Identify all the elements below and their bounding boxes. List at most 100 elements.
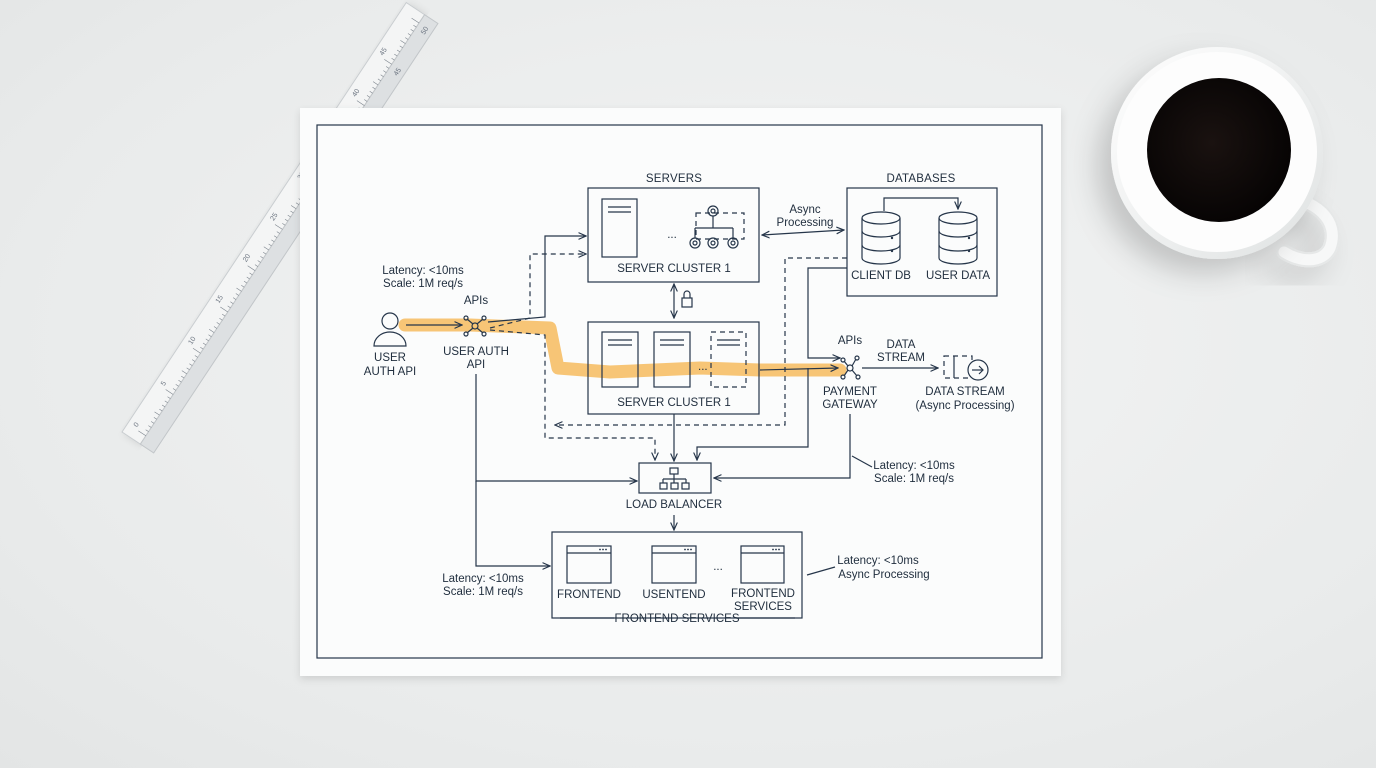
ruler-tick xyxy=(138,430,147,437)
load-balancer-box xyxy=(638,462,712,494)
databases-box xyxy=(846,187,998,297)
payment-gateway-icon xyxy=(840,355,861,380)
ruler-number: 0 xyxy=(133,421,141,428)
frontend-2-label: USENTEND xyxy=(642,589,705,601)
data-stream-label-1: DATA xyxy=(887,339,916,351)
ruler-tick xyxy=(222,313,226,317)
server-icon-2 xyxy=(653,331,691,388)
gears-cluster-icon xyxy=(689,205,745,249)
ruler-tick xyxy=(220,306,228,313)
ruler-tick xyxy=(167,396,171,399)
data-stream-2: (Async Processing) xyxy=(915,400,1014,412)
ruler-tick xyxy=(236,287,242,292)
servers-group: SERVERS ... SERVER CLUSTER 1 xyxy=(587,173,760,283)
ruler-tick xyxy=(356,100,365,106)
highlight-path xyxy=(398,318,847,379)
ruler-number: 45 xyxy=(379,47,389,57)
databases-title: DATABASES xyxy=(886,173,955,185)
frontend-1-label: FRONTEND xyxy=(557,589,621,601)
payment-label-1: PAYMENT xyxy=(823,386,877,398)
payment-label-2: GATEWAY xyxy=(822,399,878,411)
ruler-number: 15 xyxy=(215,294,225,304)
ruler-tick xyxy=(391,57,395,61)
ruler-tick xyxy=(150,421,155,424)
frontend-3-label-1: FRONTEND xyxy=(731,588,795,600)
ruler-tick xyxy=(268,243,272,247)
ruler-tick xyxy=(189,363,193,366)
ruler-tick xyxy=(205,338,209,342)
user-data-icon xyxy=(938,211,978,265)
user-label-1: USER xyxy=(374,352,406,364)
server-cluster-top-box xyxy=(587,187,760,283)
ruler-tick xyxy=(377,78,381,82)
ruler-tick xyxy=(200,346,204,350)
ruler-tick xyxy=(159,408,163,412)
ruler-tick xyxy=(232,297,237,300)
user-auth-api-2: API xyxy=(467,359,486,371)
ruler-tick xyxy=(384,59,392,65)
ruler-tick xyxy=(192,348,201,354)
user-icon xyxy=(373,312,407,347)
apis-left-label: APIs xyxy=(464,295,489,307)
ruler-tick xyxy=(411,17,420,24)
ruler-tick xyxy=(235,293,239,296)
ruler-tick xyxy=(407,33,412,36)
ruler-tick xyxy=(246,276,250,280)
ruler-tick xyxy=(260,256,264,259)
browser-window-icon-2 xyxy=(651,545,697,584)
ruler-tick xyxy=(165,389,174,395)
ruler-tick xyxy=(247,265,256,271)
data-stream-label-2: STREAM xyxy=(877,352,925,364)
frontend-services-box xyxy=(551,531,803,619)
servers-title: SERVERS xyxy=(646,173,702,185)
ruler-tick xyxy=(369,91,373,94)
ruler-tick xyxy=(227,305,231,309)
latency-top-1: Latency: <10ms xyxy=(382,265,464,277)
server-rack-icon xyxy=(601,198,638,258)
ruler-tick xyxy=(364,99,368,102)
ruler-tick xyxy=(372,86,376,90)
coffee-surface xyxy=(1147,78,1291,222)
ruler-number: 5 xyxy=(160,380,168,387)
async-processing-link: Async Processing xyxy=(762,204,844,235)
server-cluster-top-label: SERVER CLUSTER 1 xyxy=(617,263,731,275)
ruler-tick xyxy=(396,49,401,53)
user-auth-api-1: USER AUTH xyxy=(443,346,509,358)
data-stream-icon xyxy=(943,355,989,381)
ruler-tick xyxy=(249,272,253,276)
ruler-number: 40 xyxy=(351,88,361,98)
ruler-tick xyxy=(172,388,177,391)
ruler-tick xyxy=(175,384,179,387)
ruler-tick xyxy=(399,45,403,49)
ruler-tick xyxy=(241,285,245,288)
client-db-label: CLIENT DB xyxy=(851,270,911,282)
ruler-tick xyxy=(295,202,300,205)
ruler-tick xyxy=(148,425,152,428)
client-db-icon xyxy=(861,211,901,265)
ruler-tick xyxy=(263,246,269,251)
browser-window-icon-1 xyxy=(566,545,612,584)
ruler-tick xyxy=(400,40,406,44)
api-hub-icon xyxy=(463,315,487,337)
ruler-tick xyxy=(372,81,379,86)
ruler-tick xyxy=(380,74,384,77)
load-balancer: LOAD BALANCER xyxy=(626,462,723,511)
ellipsis-bottom: ... xyxy=(698,361,708,373)
load-balancer-label: LOAD BALANCER xyxy=(626,499,723,511)
latency-bottom-right-2: Async Processing xyxy=(838,569,929,581)
ruler-tick xyxy=(208,329,215,333)
ruler-tick xyxy=(154,411,160,416)
ruler-tick xyxy=(410,29,414,32)
ruler-tick xyxy=(230,301,234,304)
ruler-tick xyxy=(208,334,212,337)
ruler-tick xyxy=(385,66,390,69)
async-label-2: Processing xyxy=(777,217,834,229)
browser-window-icon-3 xyxy=(740,545,785,584)
ruler-tick xyxy=(273,235,278,238)
ruler-number: 20 xyxy=(242,253,252,263)
frontend-ellipsis: ... xyxy=(713,561,723,573)
ellipsis: ... xyxy=(667,229,677,241)
ruler-number: 10 xyxy=(187,336,197,346)
paper-sheet xyxy=(300,108,1061,676)
